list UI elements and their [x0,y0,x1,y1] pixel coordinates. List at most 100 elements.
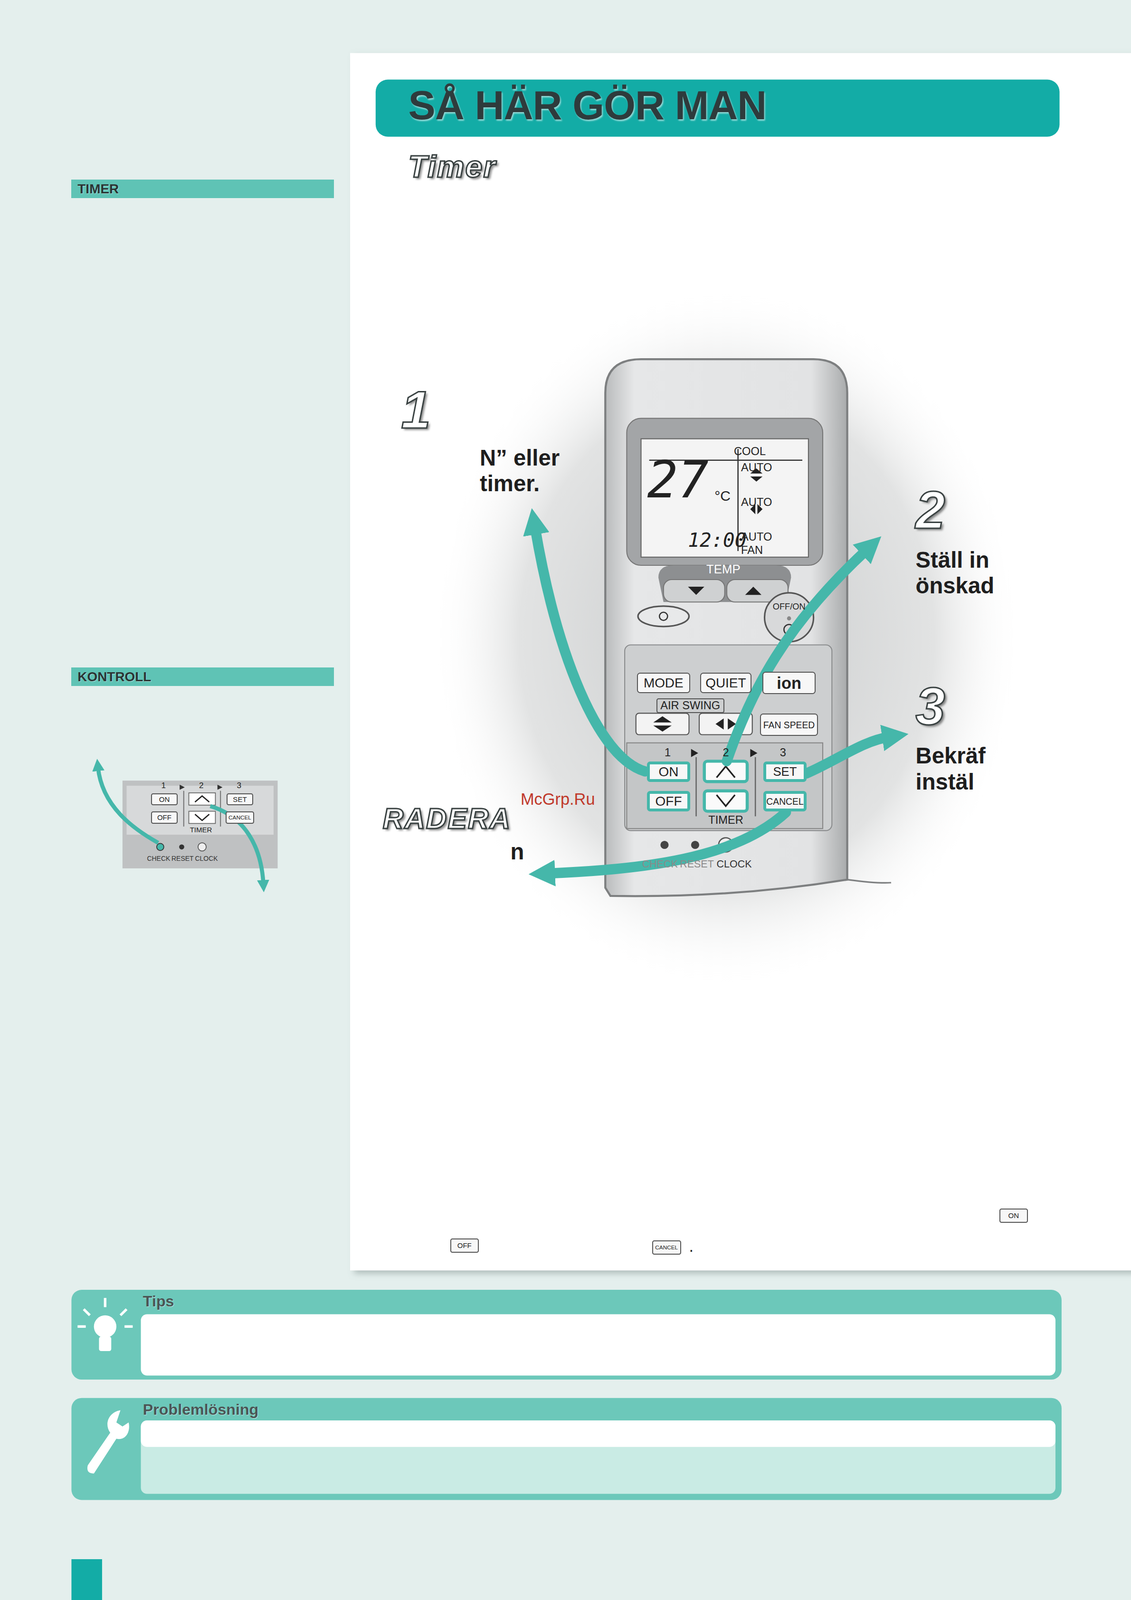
watermark: McGrp.Ru [520,789,596,809]
sidebar-part [189,811,216,824]
callout-arrow-part [547,812,787,874]
page-sheet-part [375,79,1060,137]
remote-control-part [704,790,748,812]
remote-control-part [750,749,758,758]
remote-control-part [715,718,724,730]
sidebar-part [217,784,223,790]
remote-control [605,359,892,896]
button-icon: ON [151,793,178,806]
callout-arrow-part [726,549,868,762]
remote-control-part [659,612,668,621]
panel-icons-part [71,1558,102,1600]
node-text: FAN SPEED [763,720,815,730]
lcd-text: 27 [646,454,709,505]
node-text: KONTROLL [77,669,152,684]
lcd-text: AUTO FAN [741,530,770,557]
panel-icons [71,1289,1062,1600]
timer-button: SET [763,761,807,782]
remote-label: 3 [779,746,787,760]
timer-button: ON [646,761,690,782]
remote-label: 1 [664,746,671,760]
sidebar-part [194,814,210,821]
remote-label: 2 [199,780,204,791]
panel-icons-part [94,1315,117,1338]
callout-text: RADERA [382,802,512,836]
remote-label: RESET [679,858,714,871]
remote-control-part [754,757,757,817]
lcd-text: 12:00 [687,530,747,551]
sidebar-part [179,784,185,790]
timer-button: OFF [646,790,690,812]
sidebar-part [183,790,185,827]
node-text: SET [232,795,247,804]
sidebar-part [210,806,264,884]
remote-label: CHECK [642,858,678,871]
note-panel: Tips [71,1290,1062,1313]
callout-number: 1 [401,379,432,441]
callout-text: Ställ in önskad [915,547,1018,599]
panel-icons-part [71,1397,1062,1501]
panel-icons-part [141,1314,1056,1376]
node-text: OFF [655,794,683,808]
node-text: ON [159,795,171,804]
remote-button: ion [762,671,816,694]
sidebar-part [189,792,216,806]
node-text: CANCEL [228,814,252,821]
remote-control-part [660,840,669,849]
remote-label: 1 [161,780,167,791]
remote-control-part [626,742,823,829]
remote-control-part [641,438,809,558]
callout-arrow-part [534,526,646,772]
remote-control-part [636,712,690,735]
remote-label: . [689,1236,694,1256]
remote-label: RESET [171,854,194,863]
remote-label: CHECK [146,854,171,863]
remote-control-part [626,418,823,566]
node-text: Problemlösning [142,1401,259,1418]
node-text: OFF [457,1241,472,1250]
callout-text: N” eller timer. [479,445,582,497]
node-text: ion [776,674,802,692]
lcd-text: AUTO [741,495,772,509]
sidebar-part [194,795,210,802]
panel-icons-part [87,1409,130,1474]
node-text: CANCEL [766,796,804,807]
callout-arrow [534,526,891,874]
remote-control-part [653,716,672,723]
remote-label: CLOCK [716,858,752,871]
callout-number: 3 [915,675,947,738]
remote-control-part [605,359,847,896]
remote-control-part [691,749,699,758]
panel-icons-part [98,1336,112,1351]
remote-control-part [787,616,792,621]
section-subtitle: Timer [408,149,497,185]
remote-label: 3 [237,780,242,791]
node-text: MODE [643,675,684,690]
page-sheet-part [350,53,1131,1271]
halo [430,285,1023,990]
button-icon: CANCEL [652,1240,682,1255]
remote-control-part [695,757,697,817]
callout-number: 2 [915,479,947,542]
remote-button: FAN SPEED [760,713,818,736]
button-icon: ON [999,1208,1028,1223]
section-bar: TIMER [71,179,334,199]
node-text: Tips [142,1293,175,1310]
button-icon: CANCEL [225,811,255,824]
panel-icons-part-part [77,1325,86,1328]
sidebar-part [126,785,274,835]
remote-label: TIMER [708,813,744,827]
panel-icons-part-part [124,1325,133,1328]
sidebar-part [122,780,278,869]
panel-icons-part [141,1420,1056,1447]
remote-label: CLOCK [194,854,218,863]
sidebar-part [179,844,185,850]
remote-control-part [687,586,704,595]
panel-icons-part-part [104,1297,107,1307]
remote-control-part [691,840,700,849]
sidebar-part [97,767,159,843]
remote-control-part [750,476,763,482]
callout-text: n [510,838,524,865]
node-text: SET [772,765,797,779]
page-sheet [350,53,1131,1271]
